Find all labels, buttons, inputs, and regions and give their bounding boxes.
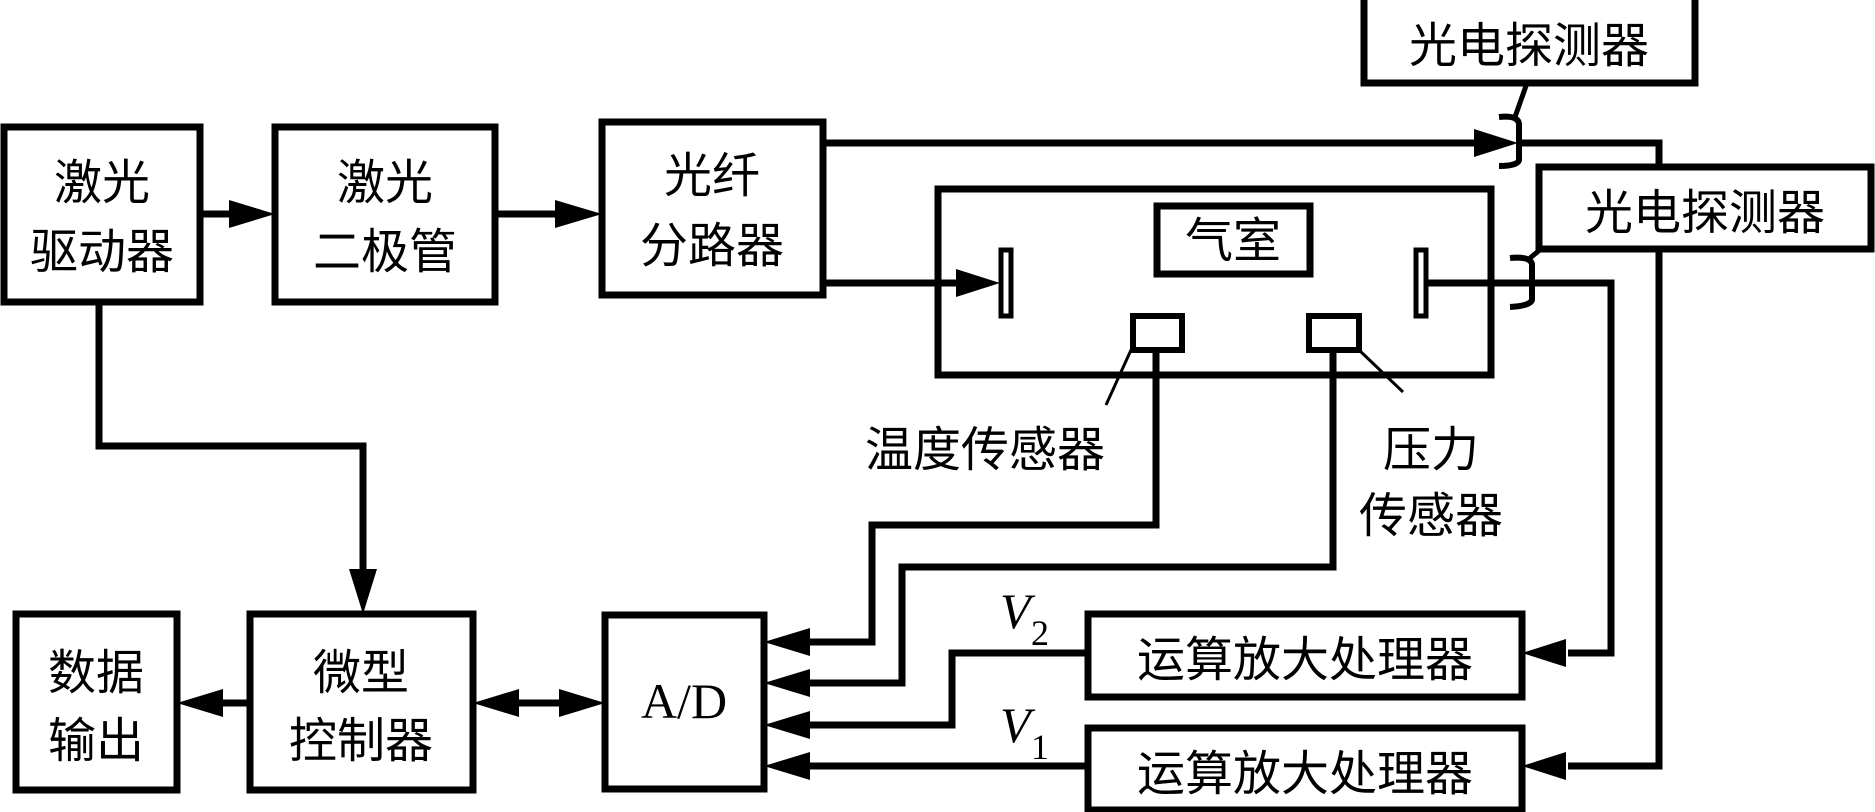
pressure-sensor-label-line2: 传感器 (1359, 488, 1503, 544)
arrow-to-gas-cell-mirror (956, 269, 1000, 297)
temperature-sensor-element (1130, 313, 1185, 353)
block-laser-driver: 激光 驱动器 (0, 123, 204, 306)
block-fiber-splitter: 光纤 分路器 (598, 118, 827, 299)
photodetector-measurement-label: 光电探测器 (1585, 185, 1825, 241)
block-op-amp-v2: 运算放大处理器 (1084, 610, 1526, 701)
arrow-to-diode (229, 200, 275, 228)
microcontroller-line2: 控制器 (289, 713, 433, 769)
arrow-microcontroller-to-adc (559, 689, 605, 717)
wires (95, 139, 1663, 770)
temperature-sensor-leader (1104, 349, 1133, 406)
arrow-to-splitter (555, 200, 602, 228)
gas-cell-label: 气室 (1185, 213, 1281, 269)
microcontroller-line1: 微型 (313, 645, 409, 701)
photodetector-reference-label: 光电探测器 (1409, 18, 1649, 74)
arrow-to-data-output (177, 689, 223, 717)
arrow-temperature-into-adc (764, 628, 810, 656)
data-output-line1: 数据 (48, 645, 144, 701)
laser-driver-line1: 激光 (54, 155, 150, 211)
wire-ref-detector-out-top (1520, 139, 1663, 167)
output-mirror (1413, 247, 1429, 319)
laser-driver-line2: 驱动器 (30, 224, 174, 280)
arrow-into-opamp2 (1522, 752, 1566, 780)
laser-diode-line2: 二极管 (313, 224, 457, 280)
wire-driver-to-microcontroller (95, 302, 367, 575)
signal-v2-subscript: 2 (1031, 613, 1049, 653)
block-adc: A/D (601, 611, 768, 793)
fiber-splitter-line1: 光纤 (664, 148, 760, 204)
signal-v1-label: V 1 (1000, 697, 1049, 767)
arrowheads (177, 129, 1566, 780)
temperature-sensor-label: 温度传感器 (865, 422, 1105, 478)
photodetector-reference-bracket-icon (1498, 113, 1522, 169)
pressure-sensor-label-line1: 压力 (1383, 422, 1479, 478)
signal-v1-subscript: 1 (1031, 727, 1049, 767)
adc-label: A/D (641, 673, 727, 729)
block-laser-diode: 激光 二极管 (271, 123, 499, 306)
arrow-v1-into-adc (764, 752, 810, 780)
input-mirror (998, 247, 1014, 319)
data-output-line2: 输出 (48, 713, 144, 769)
arrow-to-microcontroller (349, 569, 377, 614)
arrow-pressure-into-adc (764, 669, 810, 697)
block-microcontroller: 微型 控制器 (246, 610, 477, 794)
signal-v1-symbol: V (1000, 697, 1036, 753)
photodetector-measurement-bracket-icon (1509, 254, 1535, 310)
pressure-sensor-leader (1357, 348, 1405, 394)
wire-v2-to-adc (810, 649, 1088, 729)
wire-ref-detector-to-opamp1 (1568, 249, 1663, 770)
op-amp-v1-label: 运算放大处理器 (1137, 746, 1473, 802)
fiber-splitter-line2: 分路器 (640, 218, 784, 274)
block-photodetector-reference: 光电探测器 (1360, 0, 1699, 169)
arrow-into-opamp1 (1522, 639, 1566, 667)
arrow-adc-to-microcontroller (473, 689, 519, 717)
wire-meas-detector-to-opamp2 (1426, 279, 1615, 657)
wire-temperature-to-adc (810, 350, 1160, 646)
signal-v2-label: V 2 (1000, 583, 1049, 653)
arrow-to-ref-detector (1474, 129, 1518, 157)
wire-pressure-to-adc (810, 350, 1337, 687)
block-data-output: 数据 输出 (12, 610, 181, 794)
block-photodetector-measurement: 光电探测器 (1509, 163, 1875, 310)
block-gas-cell: 气室 (934, 185, 1495, 379)
block-op-amp-v1: 运算放大处理器 (1084, 724, 1526, 812)
op-amp-v2-label: 运算放大处理器 (1137, 632, 1473, 688)
laser-diode-line1: 激光 (337, 155, 433, 211)
arrow-v2-into-adc (764, 711, 810, 739)
signal-v2-symbol: V (1000, 583, 1036, 639)
pressure-sensor-element (1306, 313, 1362, 353)
